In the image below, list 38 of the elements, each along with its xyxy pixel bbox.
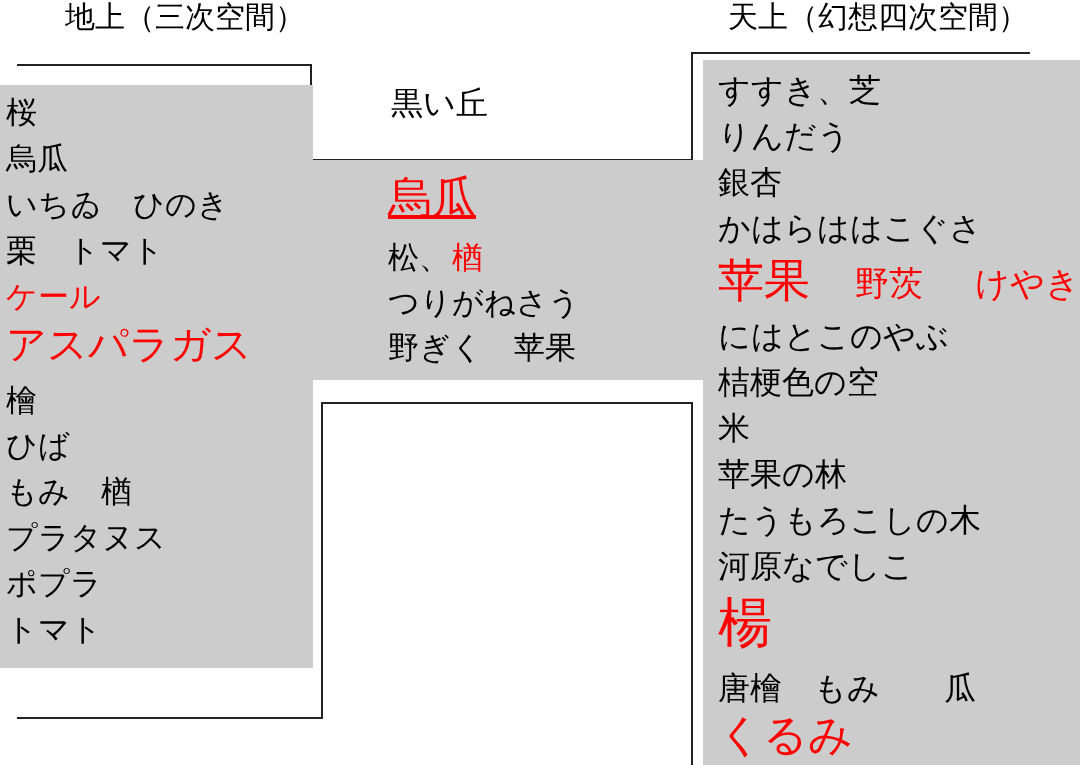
plant-name: すすき、芝 (718, 72, 881, 109)
plant-name: けやき (975, 264, 1080, 304)
plant-name: 桜 (6, 95, 37, 131)
plant-name: 烏瓜 (388, 172, 476, 223)
plant-name: 銀杏 (718, 164, 782, 201)
plant-name: ケール (6, 279, 101, 315)
plant-name: つりがねさう (388, 285, 580, 321)
heading: 天上（幻想四次空間） (728, 0, 1028, 35)
plant-name: アスパラガス (6, 321, 252, 367)
plant-name: 野茨 (855, 264, 923, 304)
plant-name: 松、 (388, 240, 450, 276)
plant-name: 栗 トマト (6, 233, 164, 269)
plant-name: 楢 (452, 240, 483, 276)
plant-name: ひば (6, 428, 70, 464)
plant-name: 檜 (6, 383, 37, 419)
plant-name: 楊 (718, 592, 772, 655)
plant-name: もみ 楢 (6, 474, 132, 510)
plant-name: 唐檜 もみ 瓜 (718, 670, 976, 707)
plant-name: 烏瓜 (6, 141, 68, 177)
plant-name: 桔梗色の空 (718, 364, 879, 401)
plant-name: くるみ (718, 710, 853, 761)
plant-name: りんだう (718, 118, 850, 155)
plant-name: トマト (6, 612, 102, 648)
plant-name: たうもろこしの木 (718, 502, 981, 539)
plant-name: 苹果 (718, 254, 810, 307)
plant-name: かはらははこぐさ (718, 210, 982, 247)
plant-name: にはとこのやぶ (718, 318, 949, 355)
plant-name: プラタヌス (6, 520, 166, 556)
text-panel (703, 60, 1080, 765)
plant-name: 野ぎく 苹果 (388, 330, 576, 366)
text-panel (0, 85, 313, 668)
plant-name: 河原なでしこ (718, 548, 914, 585)
heading: 地上（三次空間） (65, 0, 305, 35)
plant-name: ポプラ (6, 566, 102, 602)
plant-name: 苹果の林 (718, 456, 847, 493)
plant-name: 米 (718, 410, 750, 447)
plant-name: いちゐ ひのき (6, 187, 229, 223)
plant-name: 黒い丘 (391, 85, 488, 122)
